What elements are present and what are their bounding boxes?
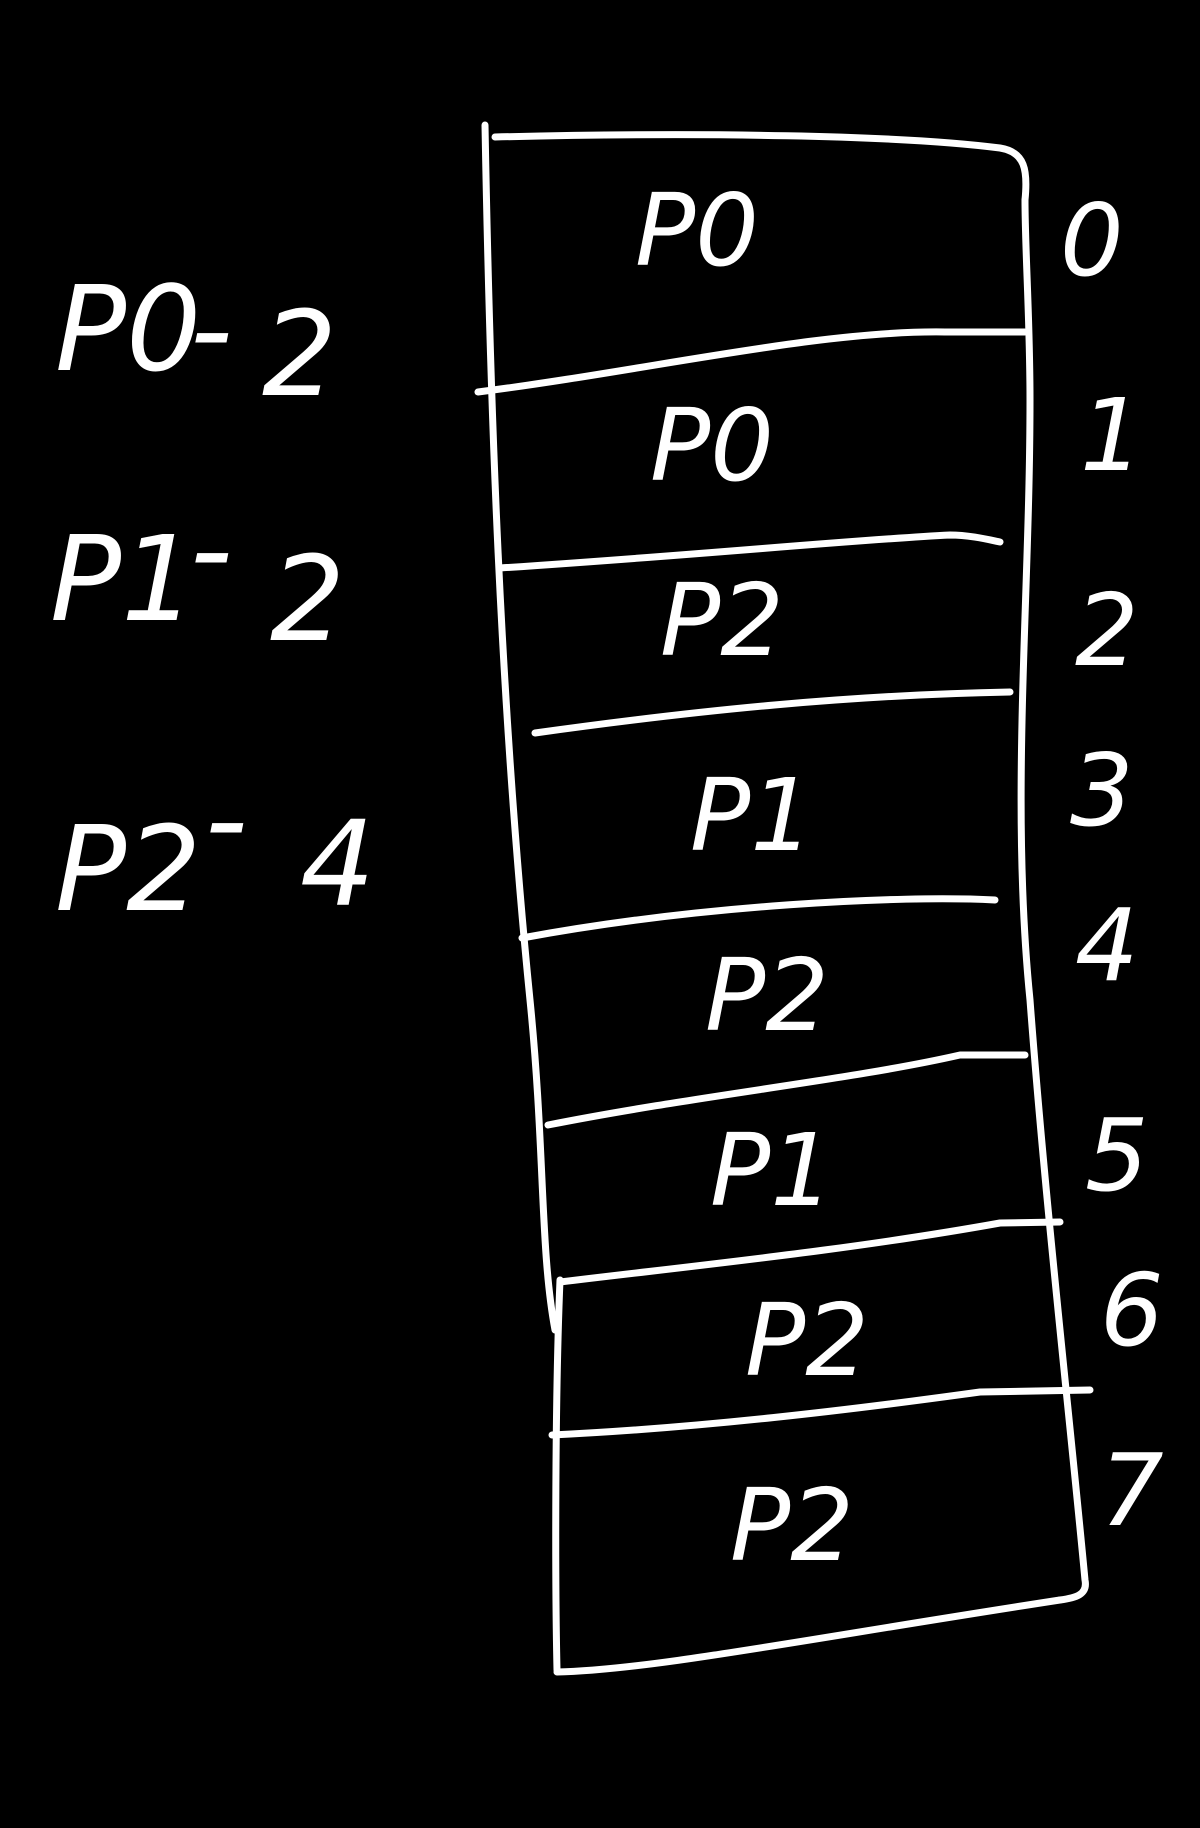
block-2-label: P2 — [660, 562, 784, 679]
legend-p1-value: 2 — [270, 530, 345, 668]
divider-5-6 — [556, 1218, 1064, 1286]
block-0-label: P0 — [635, 172, 759, 289]
legend-p0-dash: - — [190, 260, 233, 398]
column-left-edge — [481, 121, 559, 1334]
process-legend: P0 - 2 P1 - 2 P2 - 4 — [50, 260, 375, 938]
address-2: 2 — [1075, 572, 1139, 689]
address-1: 1 — [1080, 377, 1144, 494]
address-7: 7 — [1100, 1432, 1164, 1549]
block-3-label: P1 — [690, 757, 814, 874]
divider-1-2 — [496, 531, 1004, 572]
divider-4-5 — [544, 1051, 1029, 1129]
legend-p1: P1 — [50, 510, 196, 648]
block-6-label: P2 — [745, 1282, 869, 1399]
legend-p2: P2 — [55, 800, 201, 938]
legend-p2-dash: - — [205, 750, 248, 888]
block-labels: P0 P0 P2 P1 P2 P1 P2 P2 — [635, 172, 869, 1584]
block-dividers — [474, 328, 1094, 1439]
address-0: 0 — [1060, 182, 1124, 299]
block-4-label: P2 — [705, 937, 829, 1054]
block-7-label: P2 — [730, 1467, 854, 1584]
legend-p2-value: 4 — [300, 795, 375, 933]
legend-p0: P0 — [55, 260, 201, 398]
address-3: 3 — [1070, 732, 1134, 849]
block-1-label: P0 — [650, 387, 774, 504]
address-4: 4 — [1075, 887, 1139, 1004]
column-bottom-edge — [553, 1596, 1064, 1676]
divider-0-1 — [474, 328, 1029, 396]
address-6: 6 — [1100, 1252, 1164, 1369]
memory-column — [481, 121, 1089, 1676]
legend-p0-value: 2 — [262, 285, 337, 423]
address-5: 5 — [1085, 1097, 1149, 1214]
legend-p1-dash: - — [190, 480, 233, 618]
divider-3-4 — [518, 895, 999, 942]
address-labels: 0 1 2 3 4 5 6 7 — [1060, 182, 1164, 1549]
column-lower-left-edge — [552, 1276, 564, 1674]
column-top-edge — [491, 131, 1030, 204]
column-right-edge — [1017, 196, 1089, 1604]
divider-2-3 — [531, 688, 1014, 737]
divider-6-7 — [548, 1386, 1094, 1439]
block-5-label: P1 — [710, 1112, 834, 1229]
